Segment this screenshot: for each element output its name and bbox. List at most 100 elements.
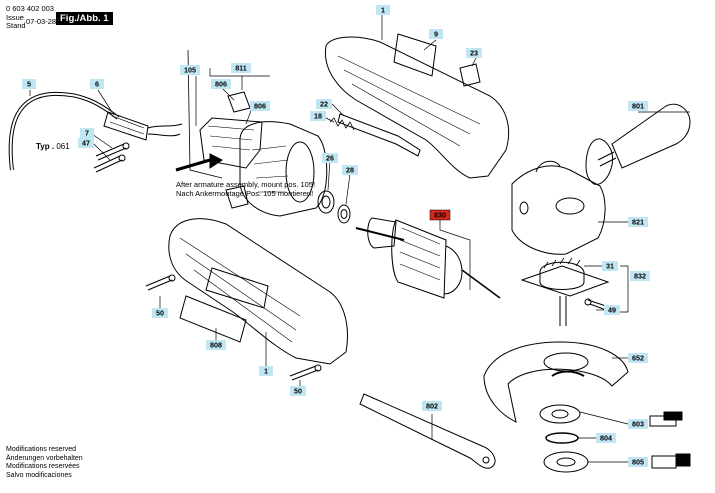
gear-housing-boss xyxy=(535,160,561,173)
assembly-arrow-head xyxy=(209,153,223,169)
rating-plate-808 xyxy=(179,295,247,343)
callout-box-50a xyxy=(152,308,168,318)
bevel-gear-teeth xyxy=(543,257,581,269)
leader-803 xyxy=(579,411,629,425)
callout-box-105 xyxy=(180,65,200,75)
lock-button-23 xyxy=(459,63,481,87)
leader-28 xyxy=(345,173,351,205)
bearing-28-outer xyxy=(337,204,351,224)
modifications-line: Modifications reserved xyxy=(6,446,77,453)
leader-22 xyxy=(331,103,345,117)
spanner-802 xyxy=(359,393,496,469)
leader-830 xyxy=(439,220,471,290)
slide-switch-22 xyxy=(337,113,421,157)
field-coil-windings xyxy=(251,145,289,193)
gear-housing-side-hole xyxy=(519,201,529,215)
issue-date: 07-03-28 xyxy=(26,17,57,26)
callout-box-6 xyxy=(90,79,104,89)
armature-shaft-rear xyxy=(355,227,405,241)
field-coil-shell xyxy=(239,121,328,217)
callout-box-31 xyxy=(602,261,618,271)
aux-handle-guard xyxy=(585,138,614,185)
armature-core xyxy=(391,219,447,299)
leader-9 xyxy=(423,39,437,51)
leader-6 xyxy=(97,89,113,113)
modifications-line: Änderungen vorbehalten xyxy=(6,454,83,462)
protection-guard xyxy=(483,341,629,423)
screw-50a-shape xyxy=(145,275,173,291)
stand-label: Stand xyxy=(6,21,26,30)
bevel-gear-31 xyxy=(539,261,585,290)
bearing-flange-plate xyxy=(520,265,610,297)
part-number: 0 603 402 003 xyxy=(6,4,54,13)
callout-box-49 xyxy=(604,305,620,315)
screw-47-shape xyxy=(93,155,123,173)
housing-lower-ribs xyxy=(179,237,301,343)
screw-50b-head xyxy=(314,364,322,372)
callout-box-808 xyxy=(206,340,226,350)
callout-box-1a xyxy=(376,5,390,15)
leader-26 xyxy=(327,159,331,191)
mounting-flange-803 xyxy=(539,404,581,424)
modifications-line: Salvo modificaciones xyxy=(6,471,72,479)
spanner-pin-hole xyxy=(482,456,490,464)
type-value: 061 xyxy=(56,142,70,151)
cord-guard-shape xyxy=(103,111,149,141)
modifications-notice: Modifications reserved Änderungen vorbeh… xyxy=(6,446,83,480)
bearing-26-outer xyxy=(317,190,335,214)
callout-box-1b xyxy=(259,366,273,376)
leader-lines xyxy=(29,14,690,463)
type-prefix: Typ . xyxy=(36,142,55,151)
housing-top-ribs xyxy=(337,55,481,147)
armature-shaft-front xyxy=(461,269,501,299)
screw-7-shape xyxy=(95,143,127,161)
modifications-line: Modifications reservées xyxy=(6,463,80,471)
armature-slots xyxy=(399,227,441,281)
guard-clamp-spring xyxy=(551,370,585,377)
spring-18 xyxy=(329,117,355,131)
screw-47-head xyxy=(118,154,126,162)
assembly-arrow-shaft xyxy=(175,158,211,172)
callout-box-18 xyxy=(310,111,326,121)
housing-lower-shell xyxy=(168,218,348,365)
housing-top-shell xyxy=(324,36,510,179)
callout-box-802 xyxy=(422,401,442,411)
callout-box-811 xyxy=(231,63,251,73)
leader-806a xyxy=(221,87,235,101)
leader-23 xyxy=(471,57,477,67)
brush-holder xyxy=(225,185,249,209)
callout-box-50b xyxy=(290,386,306,396)
clamping-nut-hole xyxy=(556,457,576,467)
callout-box-28 xyxy=(342,165,358,175)
label-plate-9 xyxy=(393,33,437,77)
assembly-note-en: After armature assembly, mount pos. 105! xyxy=(176,180,316,189)
callout-box-652 xyxy=(628,353,648,363)
power-cord-inner xyxy=(9,92,119,171)
clamping-nut-805 xyxy=(543,451,589,473)
cord-guard-ribs xyxy=(109,115,145,135)
suppressor xyxy=(227,91,251,113)
bearing-26-inner xyxy=(321,195,331,209)
armature-fan xyxy=(443,245,463,295)
callout-box-832 xyxy=(630,271,650,281)
armature-commutator xyxy=(367,217,397,249)
callout-box-7 xyxy=(80,128,94,138)
housing-vent-plate xyxy=(205,267,269,309)
screw-50a-head xyxy=(168,274,176,282)
callout-box-806a xyxy=(211,79,231,89)
leader-47 xyxy=(91,141,111,161)
callout-box-806b xyxy=(250,101,270,111)
screw-50b-shape xyxy=(289,365,319,381)
gear-housing-shell xyxy=(511,165,606,255)
cord-wires xyxy=(147,123,183,137)
callout-box-26 xyxy=(322,153,338,163)
callout-box-804 xyxy=(596,433,616,443)
callout-box-803 xyxy=(628,419,648,429)
nut-symbol-icon xyxy=(651,455,677,469)
bearing-28-inner xyxy=(340,209,348,219)
callout-box-821 xyxy=(628,217,648,227)
callout-box-5 xyxy=(22,79,36,89)
callout-box-9 xyxy=(429,29,443,39)
